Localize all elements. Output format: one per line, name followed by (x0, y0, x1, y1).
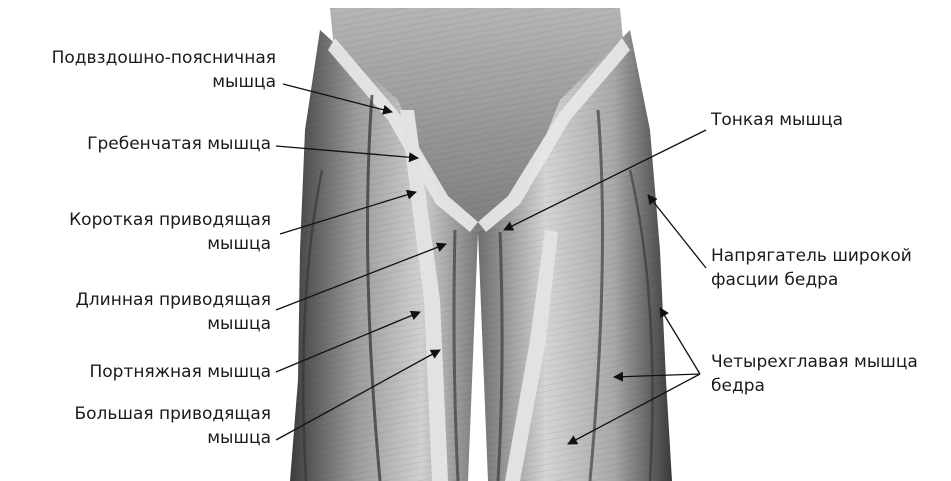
label-tensor-fasciae-latae: Напрягатель широкой фасции бедра (711, 244, 912, 292)
label-adductor-magnus: Большая приводящая мышца (74, 402, 271, 450)
label-sartorius: Портняжная мышца (90, 360, 272, 384)
label-iliopsoas: Подвздошно-поясничная мышца (52, 46, 276, 94)
label-quadriceps: Четырехглавая мышца бедра (711, 350, 918, 398)
label-adductor-brevis: Короткая приводящая мышца (69, 208, 271, 256)
label-gracilis: Тонкая мышца (711, 108, 843, 132)
arrow-quadriceps-1 (660, 308, 700, 374)
label-pectineus: Гребенчатая мышца (87, 132, 271, 156)
label-adductor-longus: Длинная приводящая мышца (76, 288, 271, 336)
